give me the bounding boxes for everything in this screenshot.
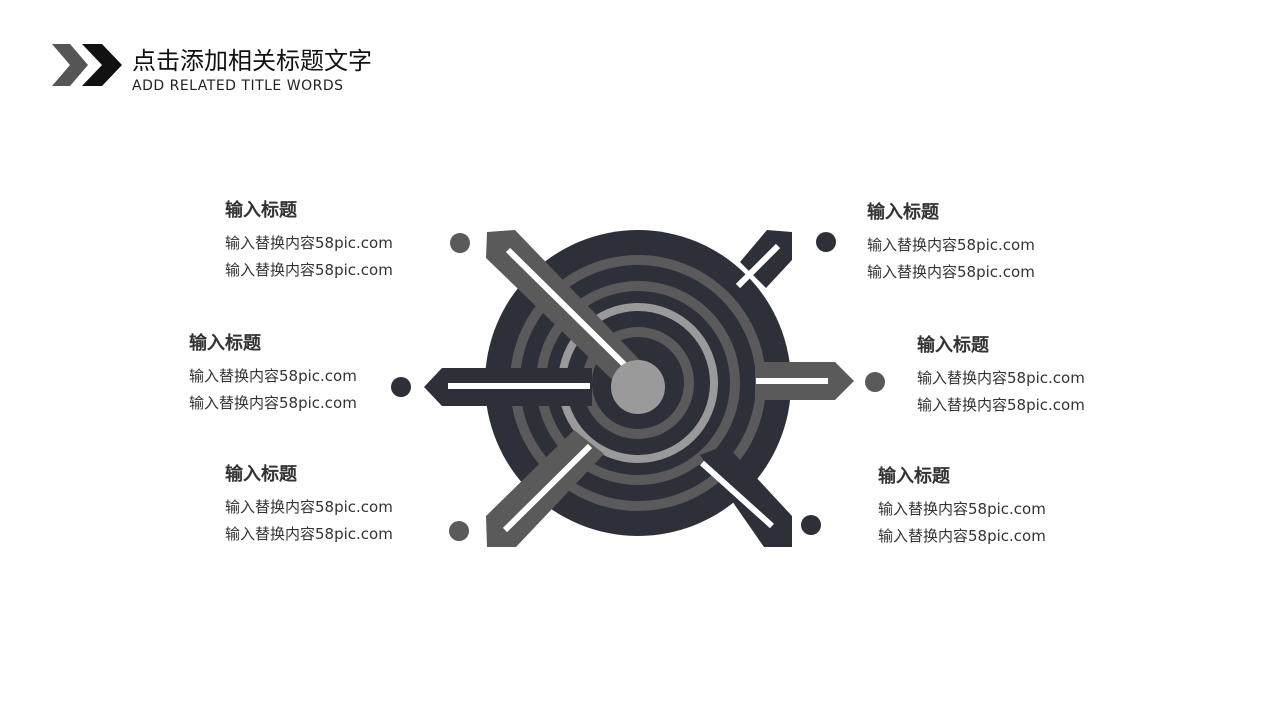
spoke-right (755, 362, 854, 400)
label-line: 输入替换内容58pic.com (867, 263, 1035, 281)
label-line: 输入替换内容58pic.com (878, 500, 1046, 518)
double-chevron-right-icon (52, 44, 122, 86)
spoke-upper-right (735, 230, 792, 289)
label-line: 输入替换内容58pic.com (189, 394, 357, 412)
label-line: 输入替换内容58pic.com (225, 498, 393, 516)
label-line: 输入替换内容58pic.com (867, 236, 1035, 254)
label-line: 输入替换内容58pic.com (225, 525, 393, 543)
label-title: 输入标题 (867, 202, 939, 223)
label-line: 输入替换内容58pic.com (189, 367, 357, 385)
dot-right (865, 372, 885, 392)
label-lower-left: 输入标题 输入替换内容58pic.com 输入替换内容58pic.com (225, 463, 393, 548)
spoke-left (424, 368, 592, 406)
dot-left (391, 377, 411, 397)
label-lower-right: 输入标题 输入替换内容58pic.com 输入替换内容58pic.com (878, 465, 1046, 550)
label-upper-left: 输入标题 输入替换内容58pic.com 输入替换内容58pic.com (225, 199, 393, 284)
page-subtitle: ADD RELATED TITLE WORDS (132, 78, 344, 94)
dot-lower-right (801, 515, 821, 535)
label-left: 输入标题 输入替换内容58pic.com 输入替换内容58pic.com (189, 332, 357, 417)
label-line: 输入替换内容58pic.com (917, 396, 1085, 414)
label-line: 输入替换内容58pic.com (917, 369, 1085, 387)
label-line: 输入替换内容58pic.com (878, 527, 1046, 545)
label-title: 输入标题 (225, 200, 297, 221)
spoke-lower-right (699, 445, 792, 547)
spoke-lower-left (486, 430, 604, 547)
label-right: 输入标题 输入替换内容58pic.com 输入替换内容58pic.com (917, 334, 1085, 419)
center-hub (611, 360, 665, 414)
label-title: 输入标题 (189, 333, 261, 354)
dot-upper-left (450, 233, 470, 253)
dot-upper-right (816, 232, 836, 252)
label-title: 输入标题 (878, 466, 950, 487)
dot-lower-left (449, 521, 469, 541)
label-upper-right: 输入标题 输入替换内容58pic.com 输入替换内容58pic.com (867, 201, 1035, 286)
page-title: 点击添加相关标题文字 (132, 47, 372, 75)
label-line: 输入替换内容58pic.com (225, 234, 393, 252)
label-line: 输入替换内容58pic.com (225, 261, 393, 279)
label-title: 输入标题 (917, 335, 989, 356)
spoke-upper-left (486, 230, 656, 391)
label-title: 输入标题 (225, 464, 297, 485)
